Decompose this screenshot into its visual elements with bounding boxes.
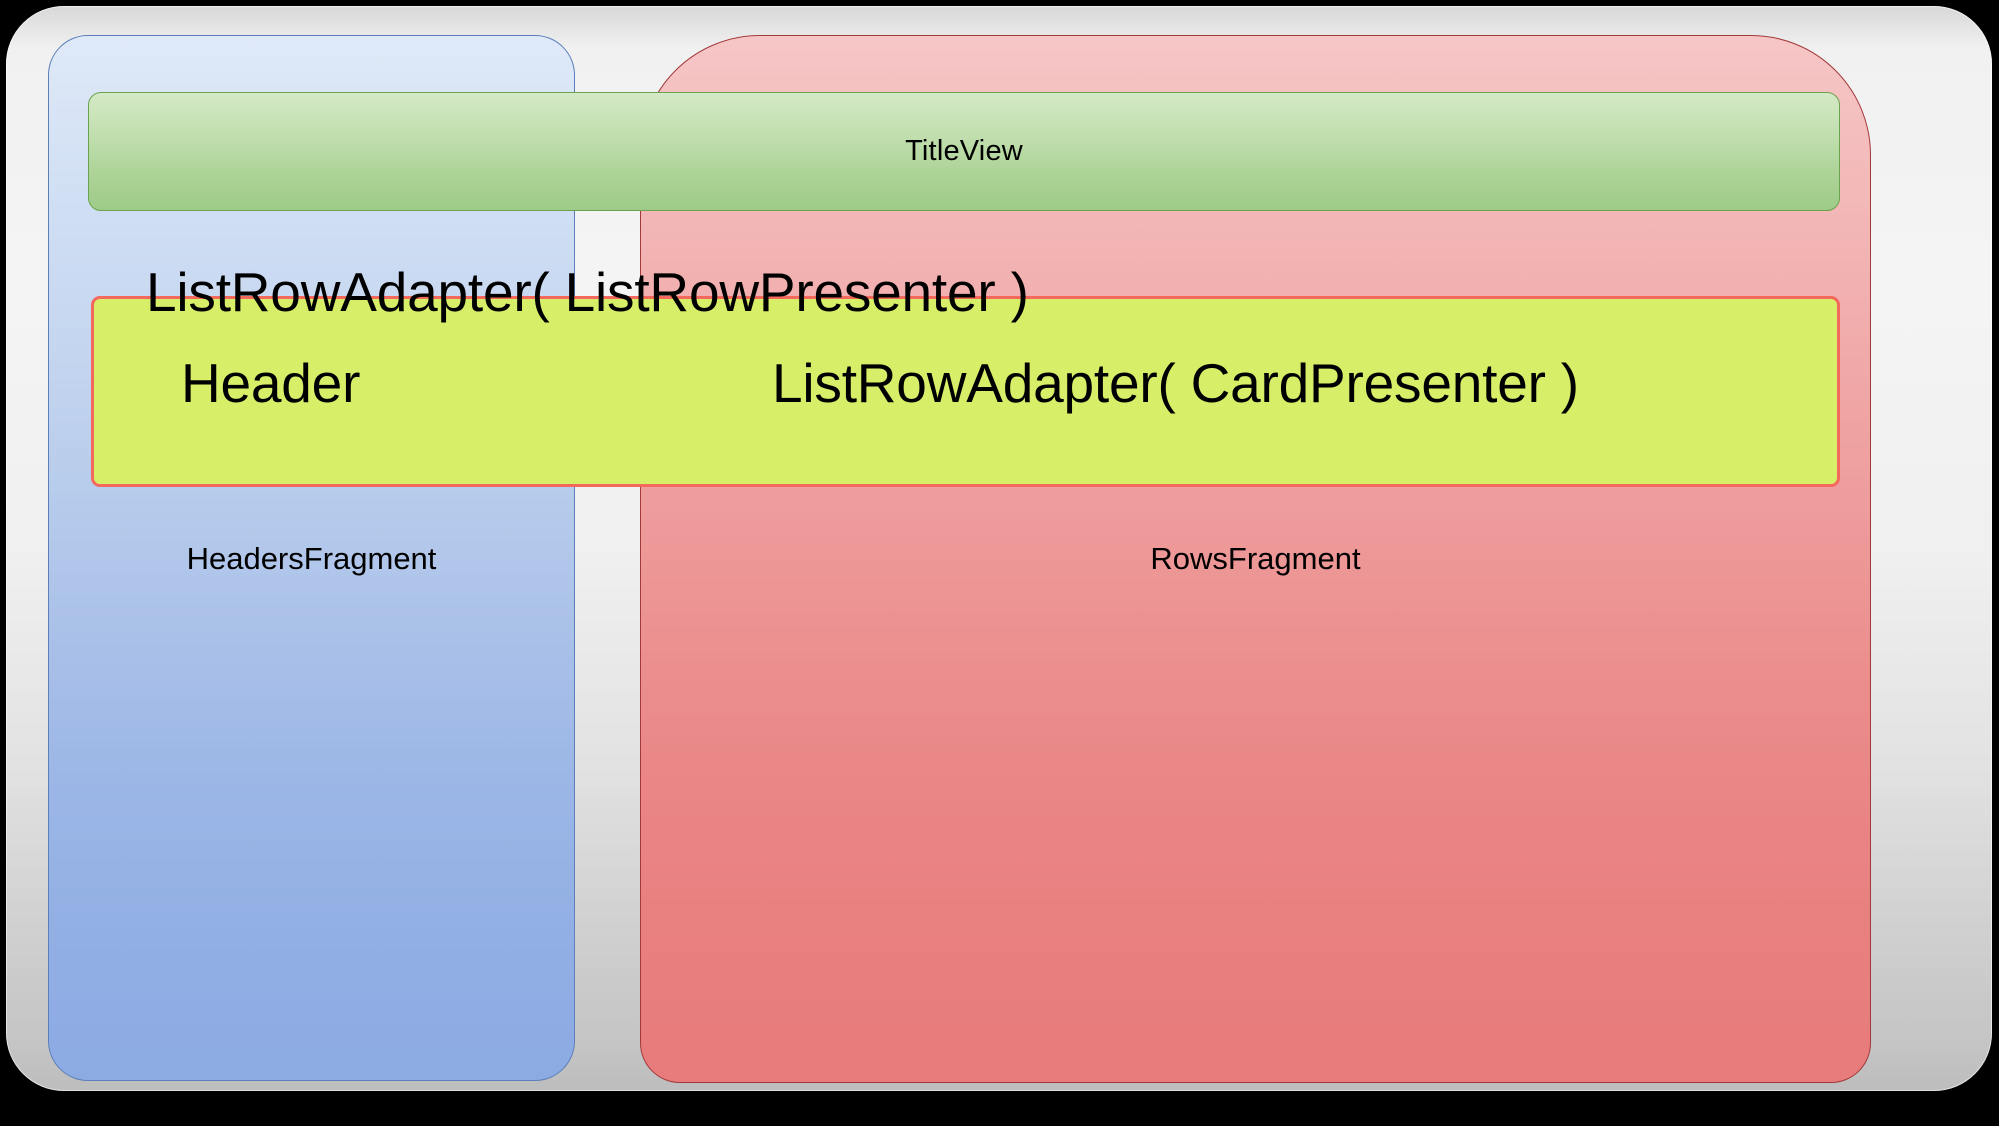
- list-row-adapter-presenter-label: ListRowAdapter( ListRowPresenter ): [146, 261, 1029, 323]
- rows-fragment-label: RowsFragment: [1150, 541, 1361, 576]
- list-row-box: [91, 296, 1840, 487]
- header-label: Header: [181, 352, 361, 414]
- title-view-box: TitleView: [88, 92, 1840, 211]
- title-view-label: TitleView: [905, 135, 1023, 167]
- headers-fragment-label: HeadersFragment: [186, 541, 437, 576]
- list-row-adapter-card-presenter-label: ListRowAdapter( CardPresenter ): [772, 352, 1579, 414]
